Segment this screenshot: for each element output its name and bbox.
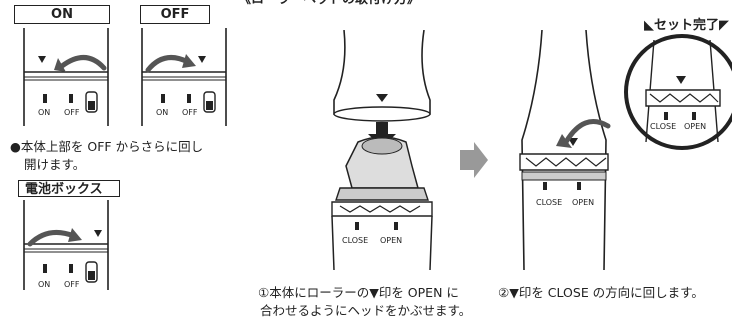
step1-illustration [331, 30, 433, 270]
triangle-marker-icon [676, 76, 686, 84]
step2-ring-close: CLOSE [536, 198, 563, 207]
battery-mark-off: OFF [64, 280, 80, 289]
on-label: ON [51, 7, 73, 22]
on-mark-off: OFF [64, 108, 80, 117]
step2-illustration [519, 30, 611, 270]
detail-ring-close: CLOSE [650, 122, 677, 131]
battery-lock-icon [203, 91, 216, 113]
step1-caption-line-1: ①本体にローラーの▼印を OPEN に [258, 285, 459, 300]
battery-box-label-box: 電池ボックス [18, 180, 120, 197]
page-title: 《ローラーヘッドの取付け方》 [238, 0, 420, 8]
triangle-marker-icon [568, 138, 578, 146]
note-line-1: ●本体上部を OFF からさらに回し [10, 139, 204, 154]
triangle-marker-icon [38, 56, 46, 63]
step1-ring-close: CLOSE [342, 236, 369, 245]
battery-mark-on: ON [38, 280, 51, 289]
left-flag-icon: ◣ [644, 18, 654, 33]
off-state-illustration [141, 28, 227, 126]
battery-lock-icon [85, 91, 98, 113]
battery-box-illustration [23, 200, 109, 290]
rotate-arrow-icon [556, 134, 572, 148]
battery-box-label: 電池ボックス [25, 182, 103, 197]
battery-lock-icon [85, 261, 98, 283]
rotate-arrow-icon [68, 228, 82, 242]
triangle-marker-icon [376, 94, 388, 102]
off-mark-on: ON [156, 108, 169, 117]
triangle-marker-icon [94, 230, 102, 237]
step2-ring-open: OPEN [572, 198, 595, 207]
triangle-marker-icon [198, 56, 206, 63]
on-mark-on: ON [38, 108, 51, 117]
off-mark-off: OFF [182, 108, 198, 117]
next-step-arrow-icon [460, 142, 488, 178]
magnified-detail-circle [624, 34, 732, 150]
off-label: OFF [160, 7, 190, 22]
on-state-illustration [23, 28, 109, 126]
step2-caption-line-1: ②▼印を CLOSE の方向に回します。 [498, 285, 704, 300]
right-flag-icon: ◤ [719, 18, 730, 33]
rotate-arrow-icon [182, 54, 196, 68]
step1-ring-open: OPEN [380, 236, 403, 245]
rotate-arrow-icon [54, 58, 66, 72]
on-label-box: ON [14, 5, 110, 24]
off-label-box: OFF [140, 5, 210, 24]
note-line-2: 開けます。 [24, 157, 86, 172]
step1-caption-line-2: 合わせるようにヘッドをかぶせます。 [260, 303, 472, 318]
set-complete-label: ◣セット完了◤ [644, 18, 730, 33]
detail-ring-open: OPEN [684, 122, 707, 131]
